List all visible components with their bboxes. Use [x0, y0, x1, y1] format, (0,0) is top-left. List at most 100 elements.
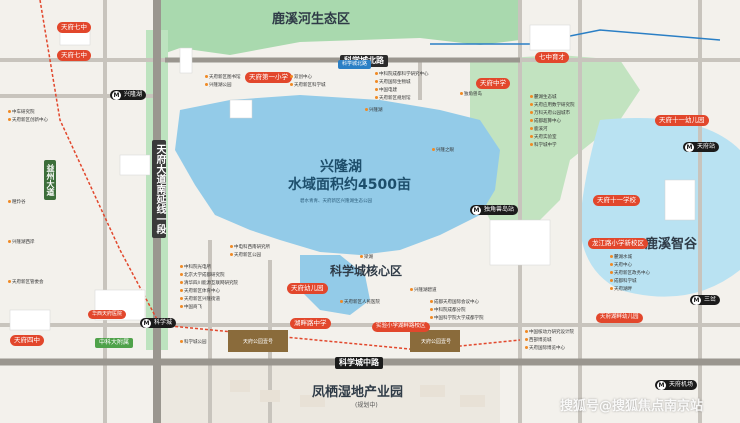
- blue-label-kexue-n: 科学城北路: [338, 60, 372, 69]
- poi-luhu-water: 麓湖水城: [610, 255, 632, 261]
- poi-guangdian: 中科院光电所: [180, 265, 211, 271]
- poi-park: 兴隆湖公园: [205, 83, 232, 89]
- poi-dianke: 中电科西南研究所: [230, 245, 270, 251]
- poi-xinqu-park: 天府新区公园: [230, 253, 261, 259]
- poi-dianjian: 中国电建: [375, 88, 397, 94]
- poi-pku: 北京大学成都研究院: [180, 273, 225, 279]
- building-clusters: [9, 24, 696, 331]
- metro-label: 三岔: [704, 296, 717, 303]
- metro-icon: M: [112, 91, 121, 100]
- poi-zky: 中科院成都科学研究中心: [375, 72, 429, 78]
- metro-label: 兴隆湖: [124, 91, 143, 98]
- school-tianfu7-2: 天府七中: [57, 50, 91, 61]
- poi-extra-3: 瞪羚谷: [8, 200, 26, 206]
- poi-library: 天府新区图书馆: [205, 75, 241, 81]
- poi-guihuaguan: 天府新区规划馆: [375, 96, 411, 102]
- poi-wanke: 万科天府公园城市: [530, 111, 570, 117]
- lake-poi-3: 兴隆之眼: [432, 148, 454, 154]
- lake-subtitle: 碧水青青、天府新区兴隆湖生态公园: [300, 199, 372, 204]
- school-qizhong-yucai: 七中育才: [535, 52, 569, 63]
- poi-xinglong-jd: 天府新区兴隆街道: [180, 297, 220, 303]
- hospital-huaxi: 华西天府医院: [88, 310, 127, 319]
- kexue-core-title: 科学城核心区: [330, 264, 403, 278]
- poi-shuxue: 天府应用数学研究院: [530, 103, 575, 109]
- luxi-river-eco-area: [160, 0, 520, 55]
- metro-label: 天府站: [697, 143, 716, 150]
- lake-poi-1: 兴隆湖: [365, 108, 383, 114]
- kexuecheng-m-label: 科学城中路: [335, 357, 383, 369]
- poi-kexue-middle: 科学城中学: [530, 143, 557, 149]
- lake-poi-4: 兴隆湖碧道: [410, 288, 437, 294]
- poi-zky-branch: 中科院成都分院: [430, 308, 466, 314]
- poi-sports: 天府新区体育中心: [180, 289, 220, 295]
- school-longjiang: 龙江路小学新校区: [588, 238, 648, 249]
- poi-conference: 成都天府国际会议中心: [430, 300, 479, 306]
- poi-comac: 中国商飞: [180, 305, 202, 311]
- school-tianfu11: 天府十一学校: [593, 195, 640, 206]
- school-tianfu-kg: 天府幼儿园: [287, 283, 328, 294]
- poi-hospital: 天府新区人民医院: [340, 300, 380, 306]
- fengqi-subtitle: (规划中): [355, 402, 378, 409]
- poi-chaosuan: 成都超算中心: [530, 119, 561, 125]
- poi-hedongli: 中国核动力研究设计院: [525, 330, 574, 336]
- metro-label: 科学城: [154, 319, 173, 326]
- school-tianfu7-1: 天府七中: [57, 22, 91, 33]
- poi-luxihe: 鹿溪河: [530, 127, 548, 133]
- school-tianfu11-kg: 天府十一幼儿园: [655, 115, 709, 126]
- school-hupan-middle: 湖畔路中学: [290, 318, 331, 329]
- poi-ucas: 中国科学院大学成都学院: [430, 316, 484, 322]
- poi-kexuecheng: 天府新区科学城: [290, 83, 326, 89]
- poi-extra-2: 天府新区创新中心: [8, 118, 48, 124]
- poi-luhu: 麓湖生态城: [530, 95, 557, 101]
- poi-expo: 西部博览城: [525, 338, 552, 344]
- watermark: 搜狐号@搜狐焦点南京站: [560, 399, 704, 414]
- yizhou-ave-label: 益州大道: [44, 160, 56, 200]
- metro-label: 天府机场: [669, 381, 694, 388]
- green-label-1: 中科大附属: [95, 338, 134, 348]
- poi-tianfu-center: 天府中心: [610, 263, 632, 269]
- metro-label: 独角兽岛站: [484, 206, 515, 213]
- poi-dujiaoshou: 独角兽岛: [460, 92, 482, 98]
- school-tianfu-middle: 天府中学: [476, 78, 510, 89]
- poi-extra-5: 天府新区管委会: [8, 280, 44, 286]
- residential-blocks: [230, 380, 485, 407]
- luxi-zhigu-title: 鹿溪智谷: [645, 237, 698, 252]
- metro-icon: M: [692, 296, 701, 305]
- metro-icon: M: [685, 143, 694, 152]
- school-tianfu-1st: 天府第一小学: [245, 72, 292, 83]
- poi-biocity: 天府国际生物城: [375, 80, 411, 86]
- school-shiyan-hupan: 实验小学湖畔路校区: [372, 322, 430, 332]
- lake-poi-2: 梁湖: [360, 255, 373, 261]
- poi-extra-4: 兴隆湖西岸: [8, 240, 35, 246]
- poi-gov: 天府新区政务中心: [610, 271, 650, 277]
- xinglong-lake: [175, 95, 500, 255]
- fengqi-title: 凤栖湿地产业园: [312, 385, 404, 400]
- poi-expo-center: 天府国际博览中心: [525, 346, 565, 352]
- poi-lab: 天府实验室: [530, 135, 557, 141]
- metro-icon: M: [472, 206, 481, 215]
- metro-icon: M: [142, 319, 151, 328]
- tianfu-ave-label: 天府大道南延线一段: [152, 140, 166, 238]
- school-hupan-kg: 天府湖畔幼儿园: [596, 313, 643, 323]
- poi-extra-1: 中车研究院: [8, 110, 35, 116]
- poi-tsinghua: 清华四川能源互联网研究院: [180, 281, 238, 287]
- lake-area: 水域面积约4500亩: [288, 177, 411, 193]
- poi-extra-6: 科学城公园: [180, 340, 207, 346]
- poi-chuangxin: 双创中心: [290, 75, 312, 81]
- lake-name: 兴隆湖: [320, 159, 362, 175]
- school-tianfu4: 天府四中: [10, 335, 44, 346]
- metro-icon: M: [657, 381, 666, 390]
- poi-science-city: 成都科学城: [610, 279, 637, 285]
- poi-tianfu-hupan: 天府湖畔: [610, 287, 632, 293]
- project-tianfu-park-2: 天府公园壹号: [418, 338, 455, 347]
- project-tianfu-park-1: 天府公园壹号: [240, 338, 277, 347]
- luxi-eco-title: 鹿溪河生态区: [272, 12, 351, 27]
